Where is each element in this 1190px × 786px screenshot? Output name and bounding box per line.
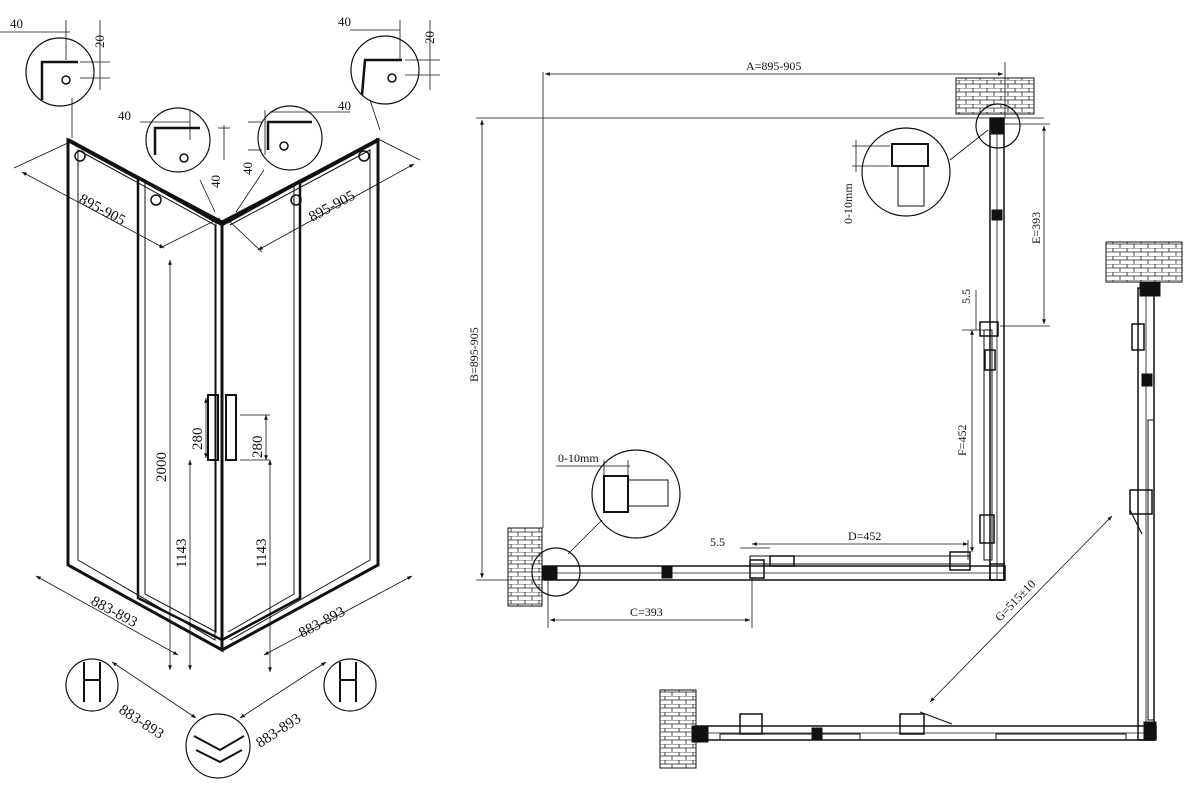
detail-circle-bottom-center <box>185 713 251 779</box>
detail-circle-mid-left <box>145 107 211 173</box>
detail-circle-top-right <box>350 35 420 105</box>
left-handle <box>207 394 219 461</box>
roller-icon <box>74 150 86 162</box>
detail-circle-mid-right <box>257 105 323 171</box>
detail-circle-plan-top <box>861 127 951 217</box>
dim-40-top-right: 40 <box>338 14 351 29</box>
detail-circle-top-left <box>25 37 95 107</box>
dim-40-mid-left-h: 40 <box>118 108 131 123</box>
dim-g: G=515±10 <box>992 577 1038 624</box>
dim-detail-right-width: 883-893 <box>253 711 304 752</box>
dim-adjust-bottom: 0-10mm <box>558 451 599 465</box>
dim-40-top-left: 40 <box>10 16 23 31</box>
dim-40-mid-right-v: 40 <box>240 162 255 175</box>
dim-c: C=393 <box>630 605 663 619</box>
dim-handle-left: 280 <box>190 428 206 451</box>
plan-view <box>476 62 1183 769</box>
wall-lower-left <box>659 689 697 769</box>
detail-circle-plan-corner <box>531 547 581 597</box>
left-sliding-door <box>136 175 224 643</box>
dim-bottom-right-width: 883-893 <box>296 604 348 642</box>
dim-detail-left-width: 883-893 <box>116 702 167 743</box>
dim-40-mid-right-h: 40 <box>338 98 351 113</box>
detail-circle-bottom-left <box>65 658 119 712</box>
wall-top-right <box>955 77 1035 115</box>
dim-top-right-width: 895-905 <box>306 188 358 226</box>
right-handle <box>225 394 237 461</box>
detail-circle-bottom-right <box>323 658 377 712</box>
roller-icon <box>358 150 370 162</box>
detail-circle-plan-bottom <box>591 449 681 539</box>
dim-handle-right: 280 <box>250 436 266 459</box>
wall-bottom-left <box>507 527 543 607</box>
dim-40-mid-left-v: 40 <box>208 175 223 188</box>
dim-20-top-left: 20 <box>92 35 107 48</box>
isometric-view <box>0 20 440 779</box>
plan-labels: A=895-905 B=895-905 C=393 D=452 E=393 F=… <box>467 59 1043 624</box>
dim-d: D=452 <box>848 529 881 543</box>
dim-handle-height-right: 1143 <box>254 539 270 568</box>
dim-20-top-right: 20 <box>422 31 437 44</box>
dim-a: A=895-905 <box>746 59 801 73</box>
dim-b: B=895-905 <box>467 327 481 382</box>
detail-circle-plan-corner-top <box>975 103 1021 149</box>
wall-right <box>1105 241 1183 283</box>
dim-e: E=393 <box>1029 212 1043 244</box>
dim-top-left-width: 895-905 <box>76 191 128 229</box>
dim-gap-right: 5.5 <box>959 289 973 304</box>
dim-height: 2000 <box>154 452 170 482</box>
roller-icon <box>150 194 162 206</box>
dim-f: F=452 <box>955 425 969 456</box>
dim-handle-height-left: 1143 <box>174 539 190 568</box>
dim-gap-bottom: 5.5 <box>710 535 725 549</box>
dim-adjust-top: 0-10mm <box>841 183 855 224</box>
